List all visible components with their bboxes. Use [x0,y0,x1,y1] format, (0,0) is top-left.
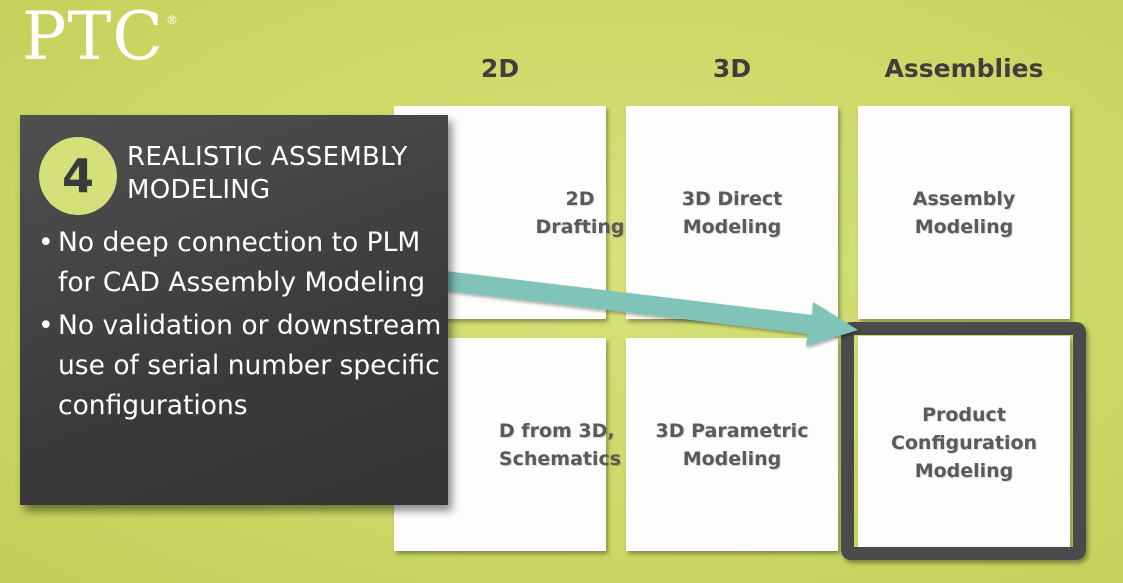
bullet-item: • No deep connection to PLM for CAD Asse… [38,223,448,303]
cell-label-product-configuration-modeling: Product Configuration Modeling [890,403,1038,482]
bullet-item: • No validation or downstream use of ser… [38,306,448,426]
bullet-text: No validation or downstream use of seria… [58,310,442,421]
bullet-dot-icon: • [38,310,54,341]
step-number-badge: 4 [39,137,117,215]
cell-3d-direct-modeling: 3D Direct Modeling [626,106,838,319]
cell-label-2d-from-3d: D from 3D, Schematics [498,419,622,470]
ptc-logo: PTC® [22,4,179,70]
column-header-2d: 2D [480,54,520,83]
column-header-assemblies: Assemblies [884,54,1044,83]
step-number: 4 [61,149,94,203]
logo-text: PTC [22,0,164,75]
cell-label-assembly-modeling: Assembly Modeling [912,187,1016,238]
bullet-text: No deep connection to PLM for CAD Assemb… [58,227,426,298]
cell-label-2d-drafting: 2D Drafting [535,187,625,238]
cell-label-3d-direct-modeling: 3D Direct Modeling [681,187,783,238]
registered-mark: ® [165,13,179,27]
cell-product-configuration-modeling: Product Configuration Modeling [858,336,1070,549]
callout-title: REALISTIC ASSEMBLY MODELING [127,142,408,205]
bullet-dot-icon: • [38,227,54,258]
cell-assembly-modeling: Assembly Modeling [858,106,1070,319]
cell-label-3d-parametric-modeling: 3D Parametric Modeling [655,419,809,470]
highlight-frame [841,322,1086,560]
cell-3d-parametric-modeling: 3D Parametric Modeling [626,338,838,551]
column-header-3d: 3D [712,54,752,83]
bullet-list: • No deep connection to PLM for CAD Asse… [38,223,448,429]
callout-panel: 4 REALISTIC ASSEMBLY MODELING • No deep … [20,115,448,505]
